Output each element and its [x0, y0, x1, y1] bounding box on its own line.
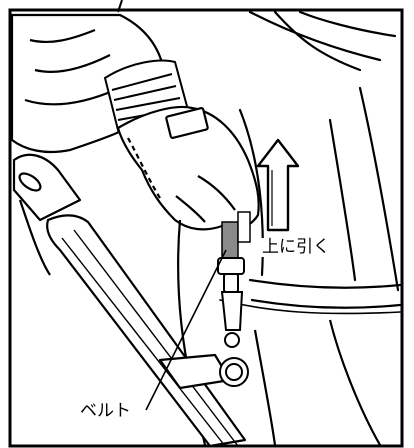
top-pointer-line — [117, 0, 123, 13]
belt-strap-end — [237, 211, 251, 243]
belt-buckle — [217, 257, 249, 387]
up-arrow-icon — [256, 138, 300, 232]
golf-bag — [12, 153, 247, 448]
belt-label-leader-line — [145, 249, 227, 411]
gloved-hand — [116, 105, 260, 231]
belt-label: ベルト — [78, 401, 133, 421]
frame-border — [8, 8, 404, 448]
pull-up-label: 上に引く — [260, 237, 332, 257]
